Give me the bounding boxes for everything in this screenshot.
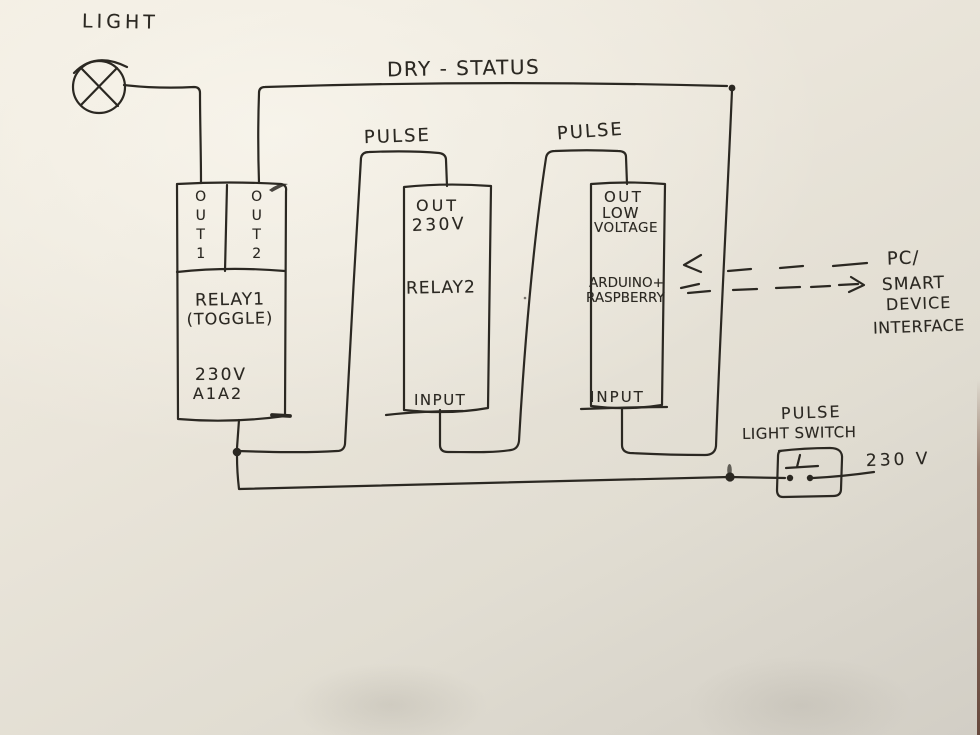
relay2-out-voltage-label: 230V bbox=[411, 214, 467, 236]
photo-edge-strip bbox=[977, 380, 980, 735]
switch-voltage-label: 230 V bbox=[865, 448, 931, 472]
dry-status-label: DRY - STATUS bbox=[386, 54, 541, 82]
push-button-switch-icon bbox=[775, 446, 876, 499]
interface-line4-label: INTERFACE bbox=[872, 315, 966, 338]
interface-line3-label: DEVICE bbox=[885, 292, 952, 315]
dry-status-corner-dot bbox=[728, 84, 736, 92]
wire-dry-status-bus bbox=[257, 82, 729, 185]
wire-bottom-230v bbox=[235, 454, 787, 491]
relay2-box bbox=[384, 183, 493, 417]
controller-out-label: OUT bbox=[604, 188, 644, 206]
wire-dry-status-down bbox=[620, 88, 734, 457]
relay1-mode-label: (TOGGLE) bbox=[186, 308, 274, 329]
light-label: LIGHT bbox=[81, 10, 160, 34]
wire-pulse-relay2 bbox=[235, 150, 449, 454]
pulse1-label: PULSE bbox=[363, 124, 432, 149]
relay1-terminals-label: A1A2 bbox=[192, 384, 244, 403]
controller-low-label: LOW bbox=[602, 204, 640, 222]
wire-relay1-coil-down bbox=[235, 418, 241, 450]
dashed-arrow-left-icon bbox=[679, 253, 869, 290]
switch-label-line1: PULSE bbox=[780, 401, 842, 424]
bottom-wire-ink-smear bbox=[727, 464, 732, 476]
controller-name2-label: RASPBERRY bbox=[586, 290, 665, 306]
controller-name1-label: ARDUINO+ bbox=[589, 275, 664, 291]
relay1-out1-label: OUT1 bbox=[192, 189, 209, 265]
dashed-arrow-right-icon bbox=[686, 275, 866, 295]
relay2-input-label: INPUT bbox=[414, 391, 467, 409]
controller-input-label: INPUT bbox=[590, 388, 645, 406]
controller-voltage-label: VOLTAGE bbox=[594, 220, 658, 236]
relay1-box bbox=[175, 181, 292, 422]
switch-label-line2: LIGHT SWITCH bbox=[741, 423, 857, 443]
interface-line2-label: SMART bbox=[881, 272, 946, 296]
lamp-icon bbox=[71, 59, 129, 115]
relay1-supply-label: 230V bbox=[194, 365, 248, 385]
controller-box bbox=[579, 181, 669, 411]
bottom-wire-junction-blob bbox=[725, 472, 735, 482]
wire-pulse-controller bbox=[438, 149, 629, 454]
wire-lamp-to-relay1 bbox=[122, 83, 203, 185]
ink-speck bbox=[523, 296, 527, 300]
relay1-out2-label: OUT2 bbox=[248, 189, 265, 265]
interface-line1-label: PC/ bbox=[886, 247, 920, 270]
relay2-out-label: OUT bbox=[416, 196, 460, 215]
relay2-name-label: RELAY2 bbox=[405, 277, 477, 299]
